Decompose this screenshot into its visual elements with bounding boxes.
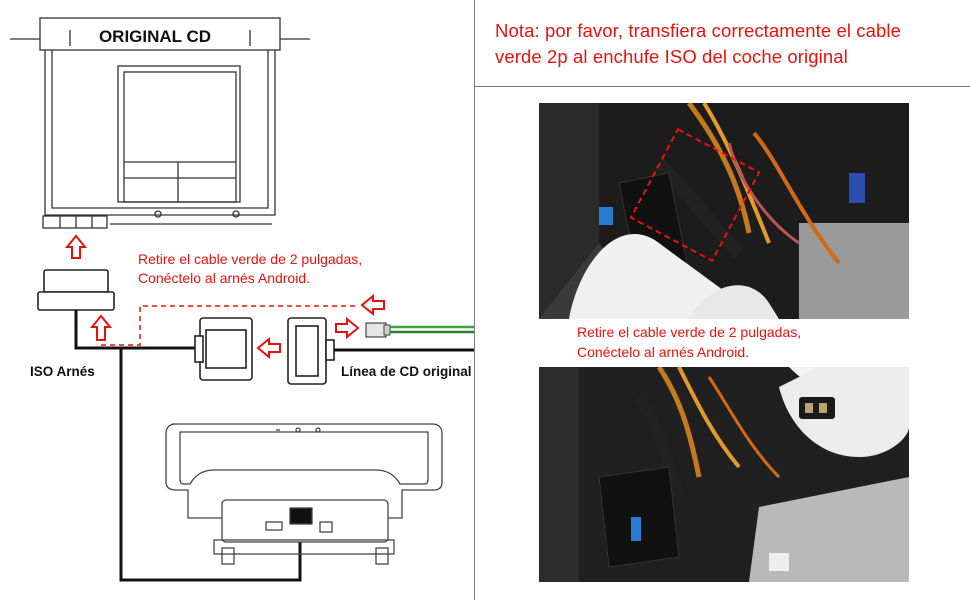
instruction-line-2: Conéctelo al arnés Android. [138, 270, 310, 286]
harness-photo-top [539, 103, 909, 319]
cd-line-connector [287, 317, 335, 385]
wiring-diagram: ORIGINAL CD [10, 17, 474, 582]
note-line-1: Nota: por favor, transfiera correctament… [495, 20, 902, 41]
instruction-line-1: Retire el cable verde de 2 pulgadas, [138, 251, 362, 267]
vertical-divider [474, 0, 475, 600]
arrow-left-icon [360, 293, 385, 317]
iso-harness-connector [37, 269, 115, 311]
harness-photo-bottom [539, 367, 909, 582]
android-connector [194, 317, 253, 381]
arrow-right-icon [335, 316, 360, 340]
green-2p-plug [365, 322, 474, 338]
arrow-up-icon [64, 234, 88, 259]
cd-line-label: Línea de CD original [341, 364, 472, 379]
original-cd-label: ORIGINAL CD [99, 27, 211, 46]
iso-harness-label: ISO Arnés [30, 364, 95, 379]
note-text: Nota: por favor, transfiera correctament… [495, 18, 955, 70]
original-cd-unit [10, 17, 310, 229]
arrow-left-icon [256, 336, 281, 360]
photo-caption: Retire el cable verde de 2 pulgadas, Con… [577, 322, 801, 362]
note-line-2: verde 2p al enchufe ISO del coche origin… [495, 46, 848, 67]
green-cable-route [101, 305, 355, 346]
photo-caption-line-1: Retire el cable verde de 2 pulgadas, [577, 324, 802, 340]
arrow-up-icon [89, 314, 113, 341]
display-cable [119, 348, 302, 582]
android-display-unit [165, 423, 443, 565]
harness-cable [74, 310, 210, 350]
photo-caption-line-2: Conéctelo al arnés Android. [577, 344, 749, 360]
horizontal-divider [474, 86, 970, 87]
